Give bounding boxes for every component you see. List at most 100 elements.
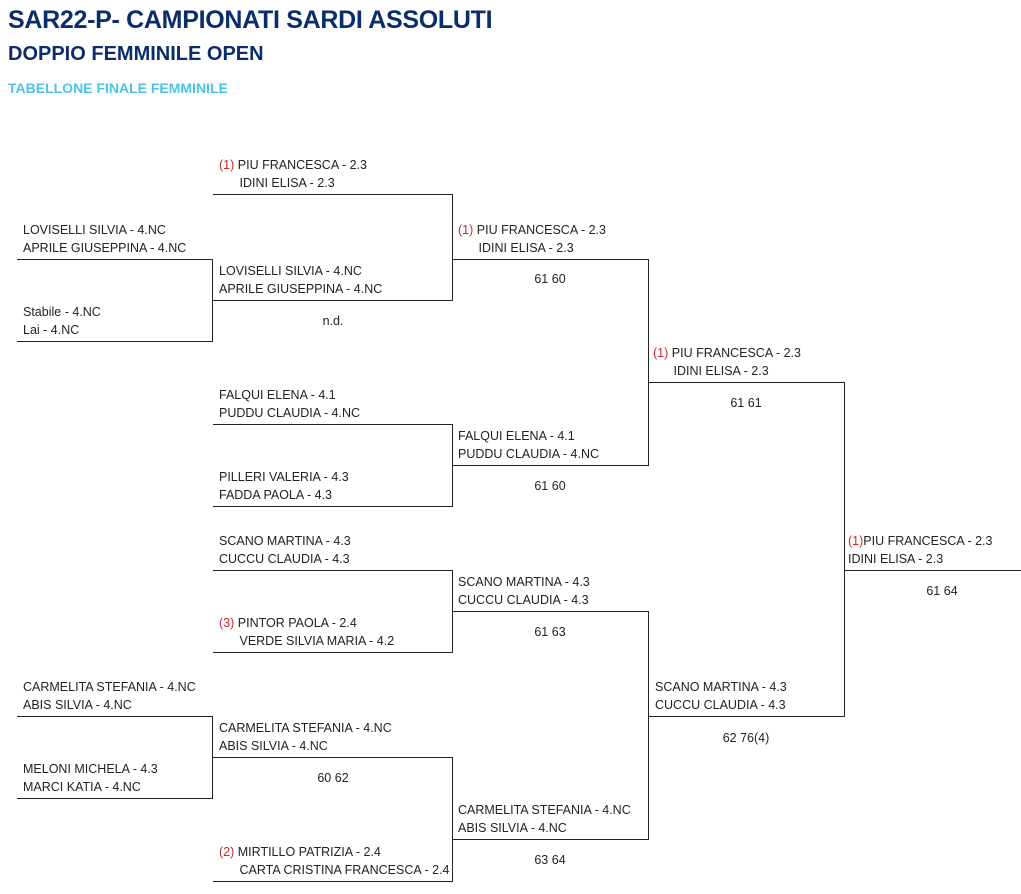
player-name: LOVISELLI SILVIA - 4.NC: [219, 264, 362, 278]
bracket-line: [213, 570, 453, 571]
bracket-entry: SCANO MARTINA - 4.3 CUCCU CLAUDIA - 4.3: [219, 532, 351, 568]
player-name: ABIS SILVIA - 4.NC: [458, 821, 567, 835]
bracket-line: [213, 757, 453, 758]
bracket-entry: SCANO MARTINA - 4.3 CUCCU CLAUDIA - 4.3: [655, 678, 787, 714]
match-score: 61 60: [534, 479, 566, 493]
bracket-line: [17, 798, 213, 799]
bracket-entry: CARMELITA STEFANIA - 4.NC ABIS SILVIA - …: [219, 719, 392, 755]
seed-badge: (1): [653, 346, 669, 360]
bracket-line: [648, 259, 649, 466]
bracket-entry: (3) PINTOR PAOLA - 2.4 VERDE SILVIA MARI…: [219, 614, 394, 650]
player-name: Lai - 4.NC: [23, 323, 80, 337]
match-score: 60 62: [317, 771, 349, 785]
bracket-entry: LOVISELLI SILVIA - 4.NC APRILE GIUSEPPIN…: [219, 262, 382, 298]
bracket-winner: (1)PIU FRANCESCA - 2.3 IDINI ELISA - 2.3: [848, 532, 992, 568]
bracket-entry: (2) MIRTILLO PATRIZIA - 2.4 CARTA CRISTI…: [219, 843, 450, 879]
player-name: PUDDU CLAUDIA - 4.NC: [458, 447, 599, 461]
player-name: IDINI ELISA - 2.3: [239, 176, 335, 190]
bracket-line: [213, 881, 453, 882]
bracket-entry: Stabile - 4.NC Lai - 4.NC: [23, 303, 101, 339]
seed-badge: (3): [219, 616, 235, 630]
bracket-line: [452, 424, 453, 507]
player-name: IDINI ELISA - 2.3: [673, 364, 769, 378]
match-score: 62 76(4): [722, 731, 770, 745]
bracket-line: [453, 839, 649, 840]
bracket-line: [452, 570, 453, 653]
bracket-line: [17, 341, 213, 342]
player-name: PIU FRANCESCA - 2.3: [237, 158, 367, 172]
bracket-line: [212, 259, 213, 342]
player-name: MARCI KATIA - 4.NC: [23, 780, 141, 794]
page-subtitle: DOPPIO FEMMINILE OPEN: [8, 43, 264, 65]
bracket-line: [212, 716, 213, 799]
match-score: 63 64: [534, 853, 566, 867]
page-title: SAR22-P- CAMPIONATI SARDI ASSOLUTI: [8, 6, 493, 34]
player-name: IDINI ELISA - 2.3: [848, 552, 944, 566]
player-name: PIU FRANCESCA - 2.3: [863, 534, 993, 548]
player-name: LOVISELLI SILVIA - 4.NC: [23, 223, 166, 237]
bracket-entry: (1) PIU FRANCESCA - 2.3 IDINI ELISA - 2.…: [458, 221, 606, 257]
player-name: CUCCU CLAUDIA - 4.3: [655, 698, 786, 712]
player-name: FADDA PAOLA - 4.3: [219, 488, 333, 502]
player-name: MIRTILLO PATRIZIA - 2.4: [237, 845, 381, 859]
match-score: 61 60: [534, 272, 566, 286]
player-name: PIU FRANCESCA - 2.3: [671, 346, 801, 360]
player-name: APRILE GIUSEPPINA - 4.NC: [219, 282, 383, 296]
player-name: PIU FRANCESCA - 2.3: [476, 223, 606, 237]
seed-badge: (1): [848, 534, 864, 548]
player-name: Stabile - 4.NC: [23, 305, 101, 319]
player-name: APRILE GIUSEPPINA - 4.NC: [23, 241, 187, 255]
bracket-line: [845, 570, 1021, 571]
bracket-line: [452, 757, 453, 882]
bracket-entry: CARMELITA STEFANIA - 4.NC ABIS SILVIA - …: [23, 678, 196, 714]
bracket-line: [452, 194, 453, 301]
player-name: PUDDU CLAUDIA - 4.NC: [219, 406, 360, 420]
player-name: ABIS SILVIA - 4.NC: [219, 739, 328, 753]
player-name: CARMELITA STEFANIA - 4.NC: [23, 680, 196, 694]
bracket-entry: FALQUI ELENA - 4.1 PUDDU CLAUDIA - 4.NC: [219, 386, 360, 422]
match-score: 61 63: [534, 625, 566, 639]
bracket-entry: PILLERI VALERIA - 4.3 FADDA PAOLA - 4.3: [219, 468, 349, 504]
bracket-line: [213, 194, 453, 195]
player-name: IDINI ELISA - 2.3: [478, 241, 574, 255]
bracket-line: [648, 611, 649, 840]
bracket-line: [213, 506, 453, 507]
player-name: VERDE SILVIA MARIA - 4.2: [239, 634, 395, 648]
bracket-entry: FALQUI ELENA - 4.1 PUDDU CLAUDIA - 4.NC: [458, 427, 599, 463]
player-name: PILLERI VALERIA - 4.3: [219, 470, 349, 484]
seed-badge: (2): [219, 845, 235, 859]
seed-badge: (1): [458, 223, 474, 237]
bracket-line: [453, 259, 649, 260]
bracket-line: [17, 259, 213, 260]
bracket-entry: (1) PIU FRANCESCA - 2.3 IDINI ELISA - 2.…: [219, 156, 367, 192]
bracket-entry: CARMELITA STEFANIA - 4.NC ABIS SILVIA - …: [458, 801, 631, 837]
seed-badge: (1): [219, 158, 235, 172]
section-title: TABELLONE FINALE FEMMINILE: [8, 80, 228, 96]
match-score: 61 61: [730, 396, 762, 410]
player-name: SCANO MARTINA - 4.3: [458, 575, 590, 589]
player-name: CUCCU CLAUDIA - 4.3: [458, 593, 589, 607]
player-name: PINTOR PAOLA - 2.4: [237, 616, 357, 630]
player-name: FALQUI ELENA - 4.1: [219, 388, 336, 402]
player-name: SCANO MARTINA - 4.3: [655, 680, 787, 694]
player-name: CARMELITA STEFANIA - 4.NC: [458, 803, 631, 817]
bracket-line: [213, 424, 453, 425]
bracket-line: [453, 465, 649, 466]
bracket-entry: SCANO MARTINA - 4.3 CUCCU CLAUDIA - 4.3: [458, 573, 590, 609]
player-name: ABIS SILVIA - 4.NC: [23, 698, 132, 712]
bracket-line: [844, 382, 845, 717]
bracket-line: [213, 652, 453, 653]
bracket-entry: LOVISELLI SILVIA - 4.NC APRILE GIUSEPPIN…: [23, 221, 186, 257]
bracket-entry: (1) PIU FRANCESCA - 2.3 IDINI ELISA - 2.…: [653, 344, 801, 380]
player-name: MELONI MICHELA - 4.3: [23, 762, 158, 776]
player-name: CUCCU CLAUDIA - 4.3: [219, 552, 350, 566]
player-name: CARTA CRISTINA FRANCESCA - 2.4: [239, 863, 450, 877]
bracket-line: [649, 716, 845, 717]
bracket-line: [453, 611, 649, 612]
player-name: CARMELITA STEFANIA - 4.NC: [219, 721, 392, 735]
bracket-line: [649, 382, 845, 383]
match-score: 61 64: [926, 584, 958, 598]
player-name: SCANO MARTINA - 4.3: [219, 534, 351, 548]
match-score: n.d.: [322, 314, 344, 328]
